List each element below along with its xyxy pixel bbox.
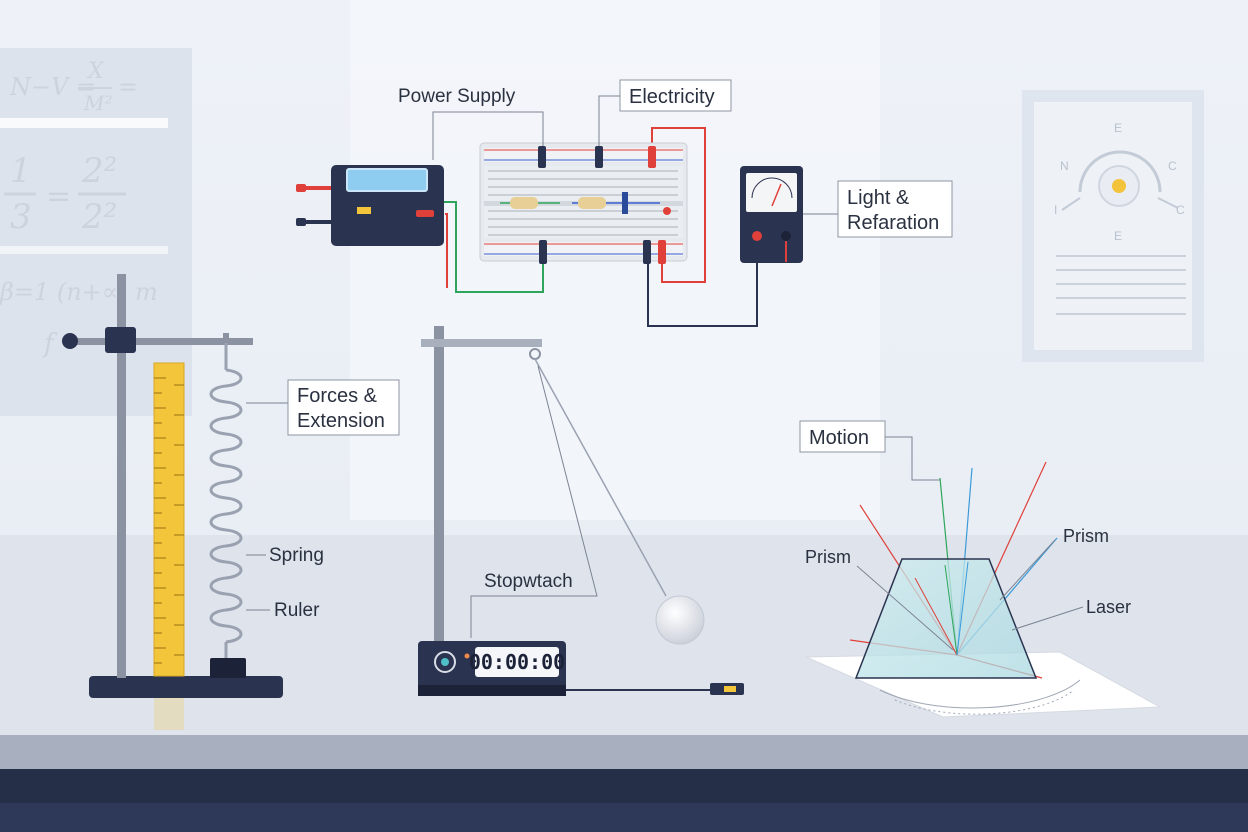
ruler-reflection xyxy=(154,698,184,730)
label-prism-right: Prism xyxy=(1063,526,1109,546)
pendulum xyxy=(421,326,705,645)
spring-leaders xyxy=(246,402,288,611)
ruler xyxy=(153,362,185,677)
prism-rays-inside xyxy=(914,561,969,656)
multimeter xyxy=(740,166,803,263)
spring-mass xyxy=(210,658,246,678)
table-edge xyxy=(0,735,1248,769)
equation-2-den2: 2² xyxy=(81,197,117,237)
label-box-forces xyxy=(287,379,400,436)
compass-far-right: C xyxy=(1176,203,1185,217)
wall-poster: E N C I C E xyxy=(1022,90,1204,362)
equation-1-numerator: X xyxy=(86,59,105,84)
compass-far-left: I xyxy=(1054,203,1057,217)
compass-right: C xyxy=(1168,159,1177,173)
breadboard xyxy=(479,142,688,264)
compass-bottom: E xyxy=(1114,229,1122,243)
sun-icon xyxy=(1112,179,1126,193)
label-spring: Spring xyxy=(269,545,324,566)
equation-1-denominator: M² xyxy=(83,91,113,115)
label-motion: Motion xyxy=(809,427,869,449)
resistor-1 xyxy=(510,197,538,209)
label-light-line1: Light & xyxy=(847,187,910,209)
label-box-light xyxy=(837,180,953,238)
circuit-leaders xyxy=(432,95,838,215)
table-base xyxy=(0,803,1248,832)
pendulum-string xyxy=(534,358,667,597)
label-box-electricity xyxy=(619,79,732,112)
chalkboard: N−V = X M² = 1 3 = 2² 2² β=1 (n+∝) m f xyxy=(0,48,192,416)
equation-2-eq: = xyxy=(46,179,71,214)
label-laser: Laser xyxy=(1086,597,1131,617)
retort-stand xyxy=(62,274,283,698)
equation-2-den1: 3 xyxy=(10,197,32,237)
power-supply xyxy=(296,165,444,246)
equation-1-right: = xyxy=(118,73,138,101)
equation-2-num2: 2² xyxy=(81,151,117,191)
compass-top: E xyxy=(1114,121,1122,135)
label-ruler: Ruler xyxy=(274,600,320,621)
prism-leaders xyxy=(856,436,1084,651)
label-box-motion xyxy=(799,420,886,453)
meter-needle xyxy=(771,183,782,207)
label-power-supply: Power Supply xyxy=(398,86,516,107)
pendulum-bob xyxy=(655,595,705,645)
equation-3: β=1 (n+∝) m xyxy=(0,278,158,306)
resistor-2 xyxy=(578,197,606,209)
label-electricity: Electricity xyxy=(629,86,715,108)
spring xyxy=(209,343,243,660)
compass-left: N xyxy=(1060,159,1069,173)
capacitor xyxy=(622,192,628,214)
led xyxy=(663,207,671,215)
equation-2-num1: 1 xyxy=(10,151,32,191)
label-prism-left: Prism xyxy=(805,547,851,567)
back-wall-lower xyxy=(0,535,1248,745)
label-forces-line1: Forces & xyxy=(297,385,378,407)
table-front xyxy=(0,769,1248,803)
stopwatch-leader xyxy=(470,365,598,638)
stopwatch-display: 00:00:00 xyxy=(469,650,565,674)
label-forces-line2: Extension xyxy=(297,410,385,432)
label-stopwatch: Stopwtach xyxy=(484,571,573,592)
label-light-line2: Refaration xyxy=(847,212,939,234)
prism xyxy=(854,558,1038,679)
stopwatch: 00:00:00 xyxy=(418,641,566,696)
